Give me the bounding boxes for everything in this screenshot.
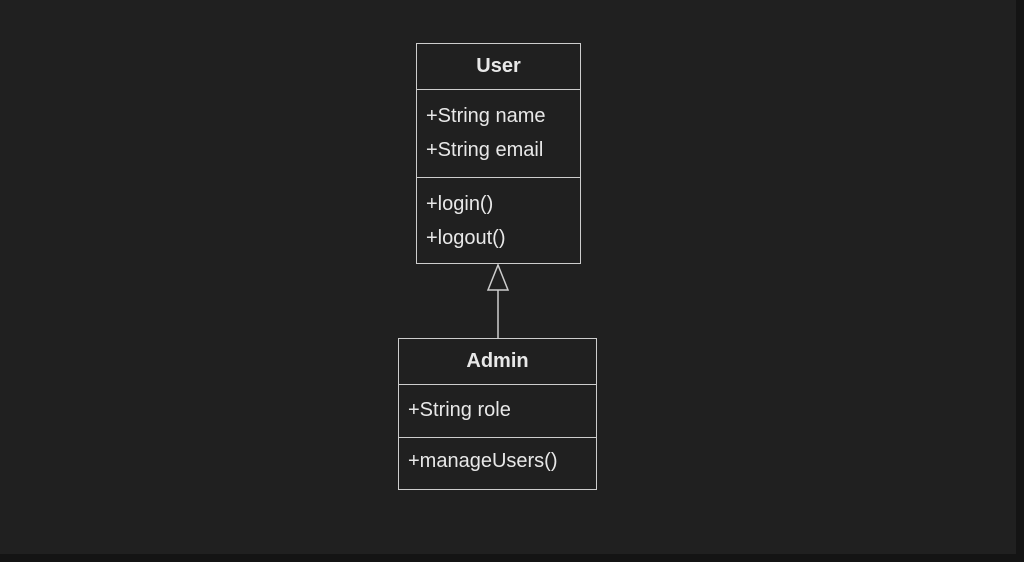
class-title-user: User (417, 44, 580, 90)
class-attribute: +String email (426, 139, 544, 161)
class-title-admin: Admin (399, 339, 596, 385)
class-method: +manageUsers() (408, 450, 558, 472)
class-box-user: User +String name +String email +login()… (416, 43, 581, 264)
class-methods-user: +login() +logout() (417, 178, 580, 261)
class-attribute: +String name (426, 105, 546, 127)
hollow-triangle-arrowhead-icon (486, 262, 510, 291)
bottom-edge-band (0, 554, 1024, 562)
class-box-admin: Admin +String role +manageUsers() (398, 338, 597, 490)
right-edge-band (1016, 0, 1024, 562)
class-attribute: +String role (408, 399, 511, 421)
class-method: +login() (426, 193, 494, 215)
class-attributes-user: +String name +String email (417, 90, 580, 178)
class-method: +logout() (426, 227, 506, 249)
class-methods-admin: +manageUsers() (399, 438, 596, 486)
class-attributes-admin: +String role (399, 385, 596, 438)
